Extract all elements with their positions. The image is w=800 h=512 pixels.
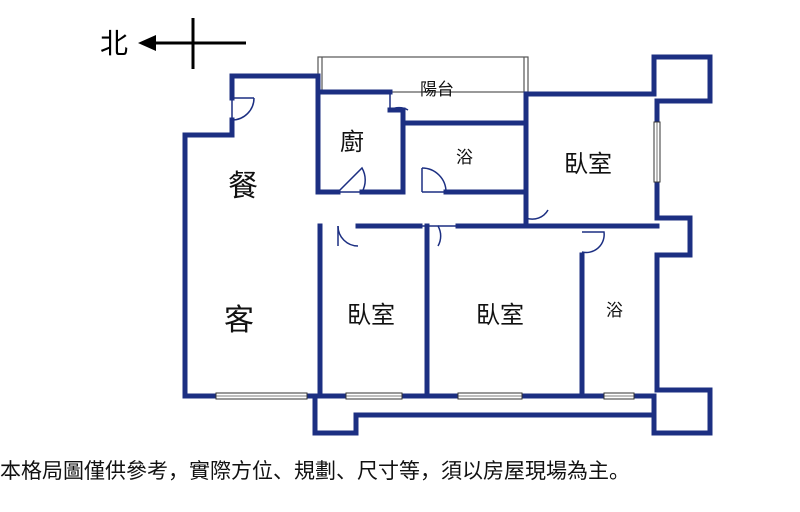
label-dining: 餐 bbox=[228, 169, 258, 204]
label-bedroom-s: 臥室 bbox=[476, 301, 524, 329]
walls bbox=[182, 54, 713, 436]
label-kitchen: 廚 bbox=[340, 128, 364, 156]
north-arrow: 北 bbox=[100, 18, 246, 69]
label-bedroom-ne: 臥室 bbox=[564, 150, 612, 178]
label-bedroom-sw: 臥室 bbox=[347, 301, 395, 329]
doors bbox=[231, 92, 605, 254]
label-living: 客 bbox=[224, 303, 254, 338]
north-label: 北 bbox=[100, 27, 128, 60]
label-bath-upper: 浴 bbox=[456, 148, 473, 168]
label-balcony: 陽台 bbox=[420, 80, 454, 100]
disclaimer-text: 本格局圖僅供參考，實際方位、規劃、尺寸等，須以房屋現場為主。 bbox=[0, 459, 630, 483]
windows bbox=[215, 121, 661, 400]
label-bath-lower: 浴 bbox=[606, 301, 623, 321]
